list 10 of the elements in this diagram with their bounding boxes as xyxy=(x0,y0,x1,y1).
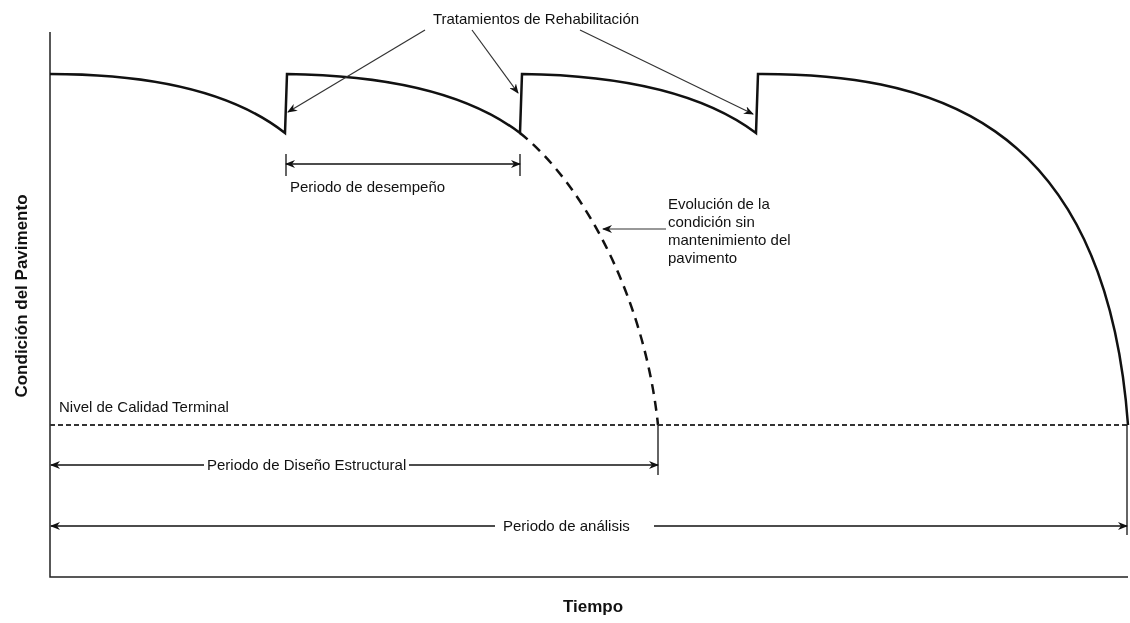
axis-title: Tiempo xyxy=(562,598,624,616)
leader-line xyxy=(471,29,519,94)
leader-line xyxy=(579,29,754,115)
callout-text: Tratamientos de Rehabilitación xyxy=(386,10,686,28)
axis-title: Condición del Pavimento xyxy=(13,194,31,398)
threshold-label: Nivel de Calidad Terminal xyxy=(59,398,229,416)
callout-text: Evolución de la condición sin mantenimiento del pavimento xyxy=(668,195,796,267)
leader-line xyxy=(287,29,426,113)
leader-line xyxy=(602,225,667,233)
dimension-label: Periodo de desempeño xyxy=(290,178,446,196)
